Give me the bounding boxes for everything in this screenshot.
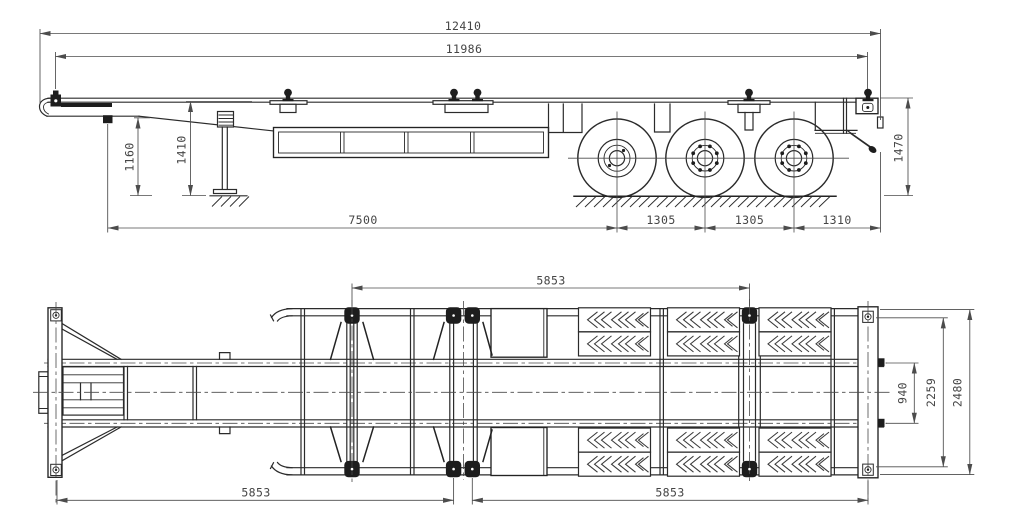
kingpin-box	[62, 366, 125, 416]
pedestal-3	[727, 88, 771, 131]
lock-crossmember-3	[738, 307, 761, 478]
pedestal-2	[432, 88, 494, 114]
dim-rear-overhang: 1310	[822, 213, 851, 227]
front-twistlock	[50, 90, 61, 107]
plan-view: 5853 5853 5853 940 2259 2480	[33, 274, 975, 505]
lock-crossmember-1	[329, 307, 375, 478]
rear-frame	[814, 88, 884, 153]
dim-center-lock-spacing: 5853	[536, 274, 565, 288]
dim-kingpin-to-axle: 7500	[348, 213, 377, 227]
dim-height-front: 1160	[123, 142, 137, 171]
dim-height-mid: 1410	[175, 135, 189, 164]
dim-overall-width: 2480	[951, 378, 965, 407]
dim-axle-spacing-1: 1305	[646, 213, 675, 227]
rear-twistlock-pin	[862, 88, 874, 102]
dim-inner-length: 11986	[446, 42, 483, 56]
dim-height-rear: 1470	[892, 133, 906, 162]
plan-centerlines	[33, 299, 890, 505]
side-frame	[38, 88, 879, 207]
lock-crossmember-2	[432, 307, 493, 478]
axle-centerlines	[568, 111, 849, 233]
plan-view-dimensions: 5853 5853 5853 940 2259 2480	[56, 274, 975, 505]
dim-rear-lock-spacing: 5853	[655, 486, 684, 500]
dim-rail-spacing: 940	[896, 382, 910, 404]
pedestal-1	[269, 88, 308, 114]
dim-axle-spacing-2: 1305	[735, 213, 764, 227]
side-view: 12410 11986 1160 1410 1470 7500 1305	[38, 19, 913, 233]
kingpin	[103, 115, 113, 124]
dim-inner-width: 2259	[924, 378, 938, 407]
lower-side-member	[272, 126, 550, 159]
landing-gear	[209, 110, 250, 207]
front-bolster-bar	[61, 103, 112, 107]
side-view-dimensions: 12410 11986 1160 1410 1470 7500 1305	[39, 19, 913, 233]
dim-total-length: 12410	[445, 19, 482, 33]
twistlock-pin	[282, 88, 294, 102]
dim-front-lock-spacing: 5853	[241, 486, 270, 500]
suspension-hangers	[547, 103, 671, 134]
